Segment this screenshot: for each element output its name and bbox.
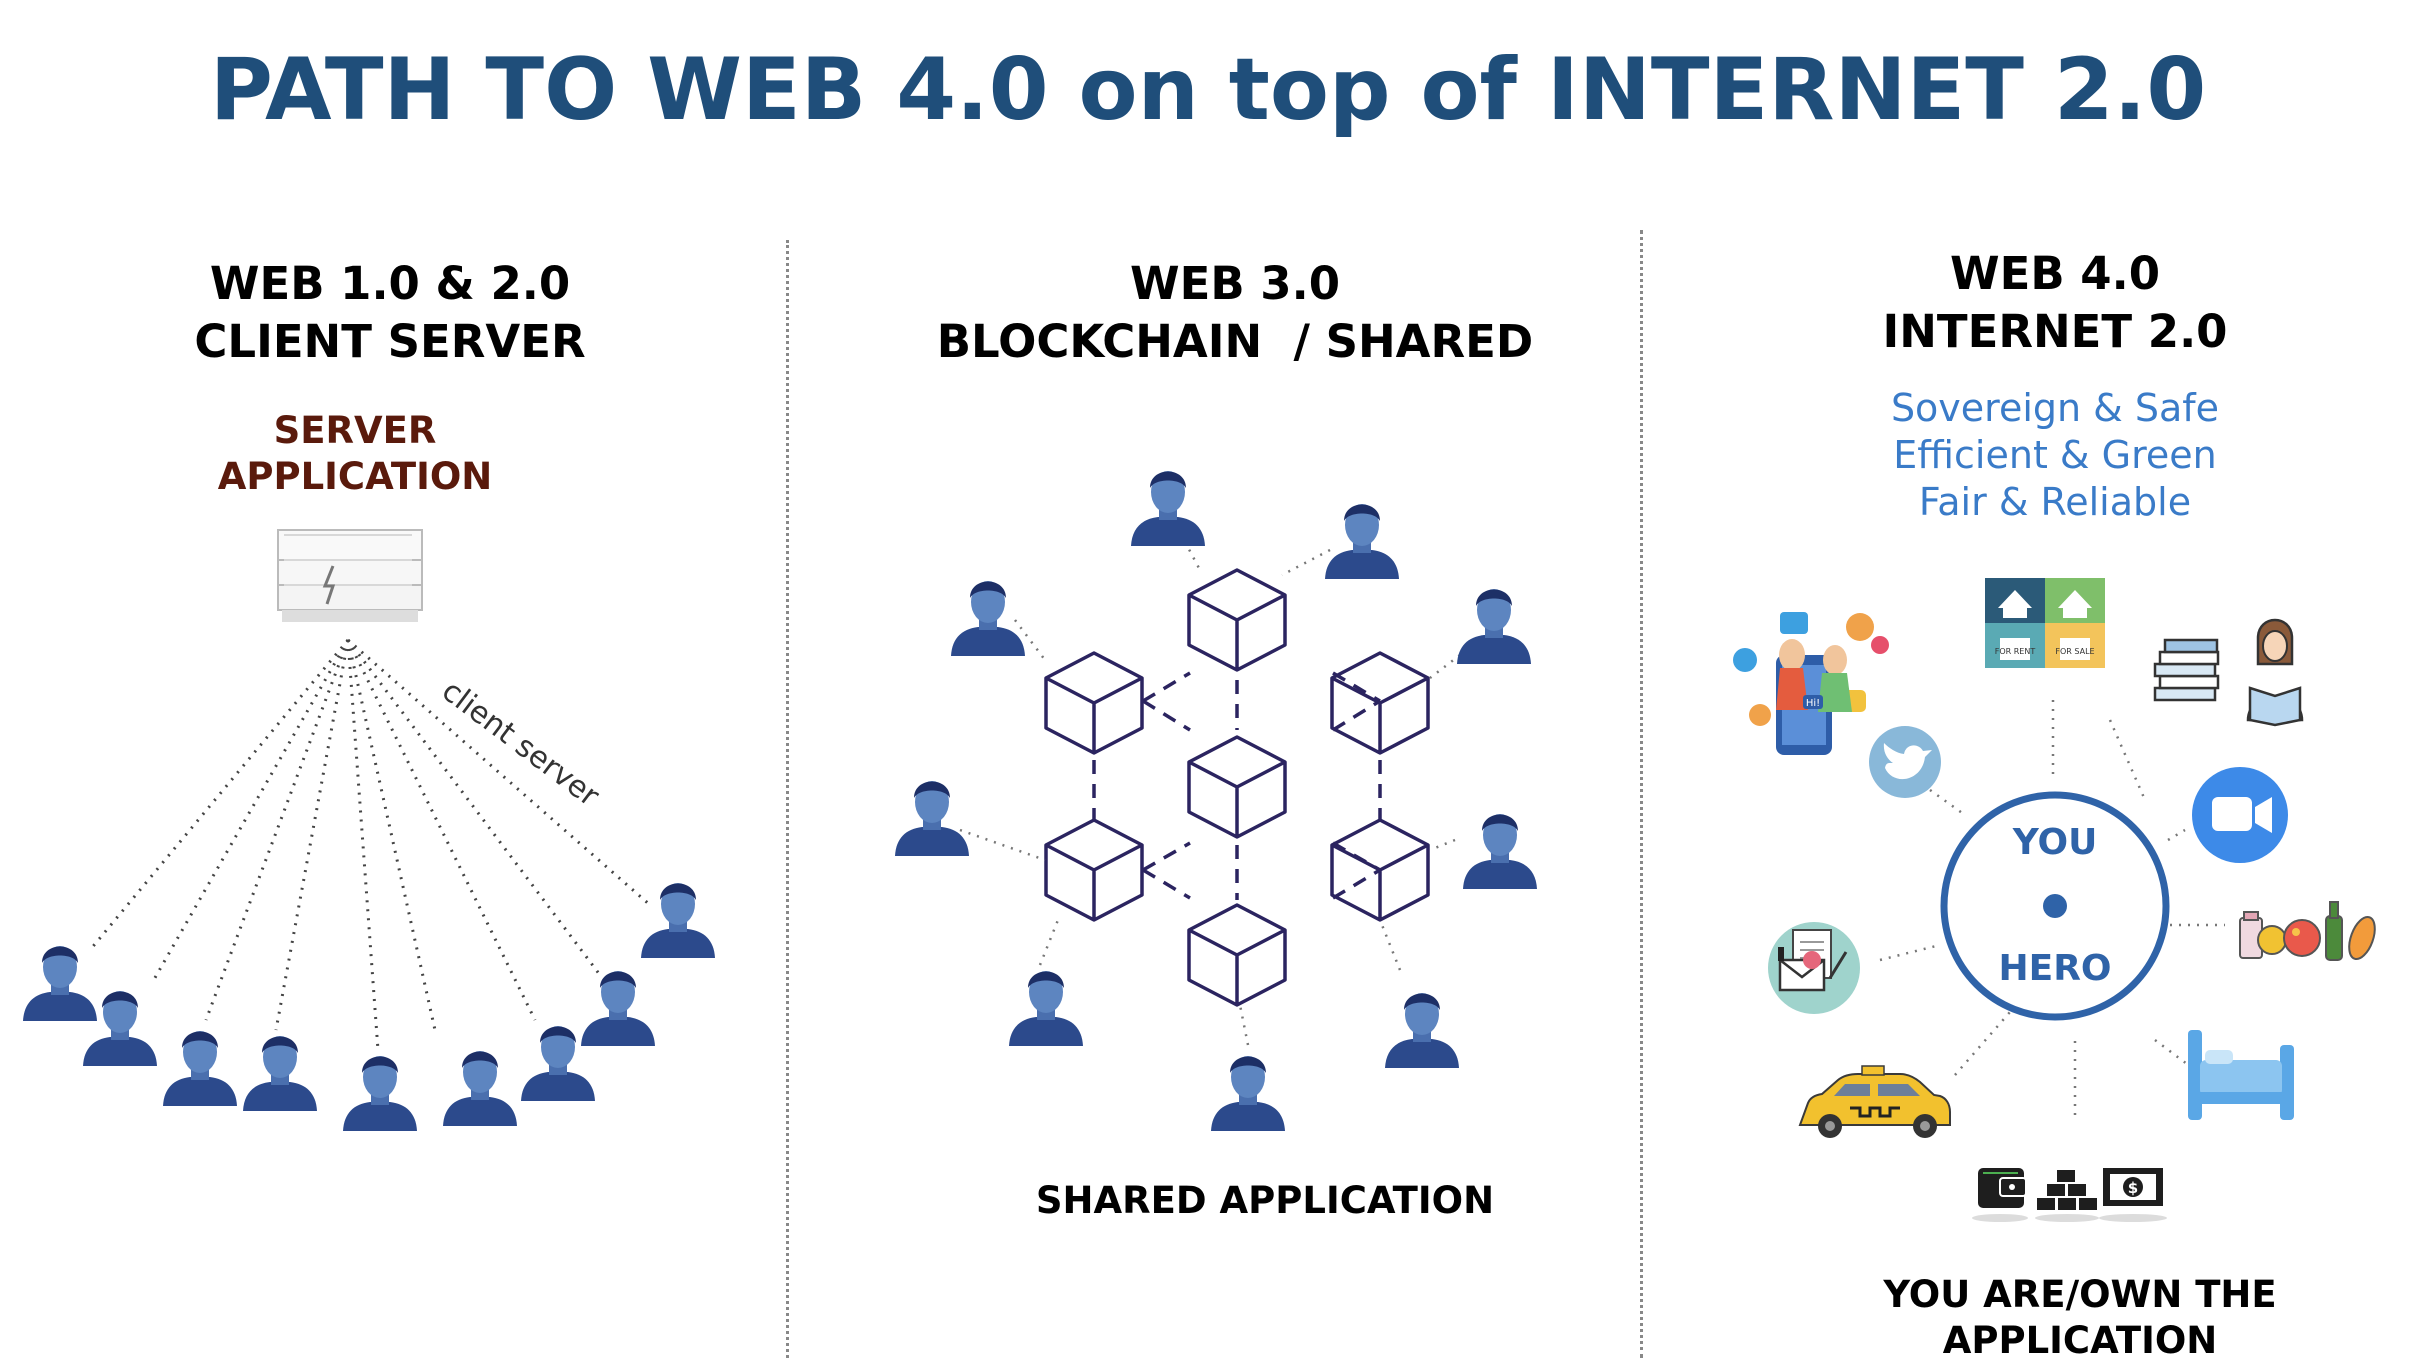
web3-heading-line1: WEB 3.0 — [1129, 257, 1341, 310]
for-sale-sign: FOR SALE — [2055, 647, 2094, 656]
blockchain-users — [895, 471, 1537, 1131]
tagline-efficient: Efficient & Green — [1893, 433, 2217, 477]
hub-spokes — [1879, 700, 2225, 1115]
web4-heading-line1: WEB 4.0 — [1949, 247, 2161, 300]
user-icon — [1325, 504, 1399, 579]
client-server-label: client server — [435, 673, 606, 814]
web3-heading: WEB 3.0 BLOCKCHAIN / SHARED — [900, 255, 1570, 371]
reader-icon — [2153, 618, 2304, 727]
node-links — [959, 509, 1461, 1046]
web3-heading-line2: BLOCKCHAIN / SHARED — [936, 315, 1534, 368]
column-divider-right — [1640, 230, 1643, 1358]
user-icon — [581, 971, 655, 1046]
user-icon — [641, 883, 715, 958]
blockchain-cubes — [1044, 568, 1430, 1007]
hub-label-you: YOU — [2012, 822, 2098, 863]
user-icon — [23, 946, 97, 1021]
user-icon — [1211, 1056, 1285, 1131]
taxi-icon — [1798, 1065, 1951, 1138]
wallet-icon — [1978, 1168, 2027, 1208]
tagline-fair: Fair & Reliable — [1918, 480, 2192, 524]
web4-heading: WEB 4.0 INTERNET 2.0 — [1770, 245, 2340, 361]
user-icon — [1463, 814, 1537, 889]
web4-heading-line2: INTERNET 2.0 — [1882, 305, 2228, 358]
web1-heading-line1: WEB 1.0 & 2.0 — [209, 257, 571, 310]
own-application-line1: YOU ARE/OWN THE — [1883, 1273, 2277, 1316]
user-icon — [243, 1036, 317, 1111]
user-icon — [1009, 971, 1083, 1046]
tagline-sovereign: Sovereign & Safe — [1890, 386, 2220, 430]
user-icon — [83, 991, 157, 1066]
chat-bubble-text: Hi! — [1806, 698, 1820, 709]
blockchain-cube-icon — [1330, 651, 1430, 755]
blockchain-dashed-links — [1092, 671, 1382, 900]
own-application-line2: APPLICATION — [1942, 1319, 2218, 1362]
page-title: PATH TO WEB 4.0 on top of INTERNET 2.0 — [209, 40, 2207, 140]
user-icon — [443, 1051, 517, 1126]
social-media-icon: Hi! — [1733, 612, 1889, 755]
blockchain-cube-icon — [1044, 651, 1144, 755]
client-server-links — [88, 638, 651, 1051]
bed-icon — [2188, 1030, 2294, 1120]
user-icon — [1131, 471, 1205, 546]
video-icon — [2192, 767, 2288, 863]
blockchain-cube-icon — [1187, 568, 1287, 672]
cash-icon: $ — [2103, 1168, 2163, 1206]
user-icon — [343, 1056, 417, 1131]
server-label-line2: APPLICATION — [217, 455, 493, 498]
blockchain-cube-icon — [1330, 818, 1430, 922]
server-application-label: SERVER APPLICATION — [170, 408, 540, 500]
column-divider-left — [786, 240, 789, 1358]
user-icon — [895, 781, 969, 856]
web1-heading: WEB 1.0 & 2.0 CLIENT SERVER — [150, 255, 630, 371]
you-hero-hub — [1940, 791, 2170, 1021]
user-icon — [163, 1031, 237, 1106]
user-icon — [1385, 993, 1459, 1068]
for-rent-sign: FOR RENT — [1995, 647, 2036, 656]
blockchain-cube-icon — [1187, 735, 1287, 839]
server-icon — [277, 529, 423, 622]
hub-label-hero: HERO — [1998, 948, 2112, 989]
groceries-icon — [2239, 901, 2376, 961]
house-icon: FOR RENT FOR SALE — [1985, 578, 2105, 668]
money-icon-shadow — [1972, 1214, 2167, 1222]
mail-icon — [1768, 922, 1860, 1014]
twitter-bird-icon — [1869, 726, 1941, 798]
gold-bars-icon — [2037, 1170, 2097, 1210]
blockchain-cube-icon — [1187, 903, 1287, 1007]
web4-taglines: Sovereign & Safe Efficient & Green Fair … — [1770, 385, 2340, 526]
server-label-line1: SERVER — [273, 409, 437, 452]
user-icon — [951, 581, 1025, 656]
blockchain-cube-icon — [1044, 818, 1144, 922]
own-application-caption: YOU ARE/OWN THE APPLICATION — [1790, 1272, 2370, 1364]
user-icon — [1457, 589, 1531, 664]
cash-symbol: $ — [2128, 1179, 2138, 1197]
shared-application-caption: SHARED APPLICATION — [1035, 1179, 1495, 1222]
web1-heading-line2: CLIENT SERVER — [194, 315, 586, 368]
